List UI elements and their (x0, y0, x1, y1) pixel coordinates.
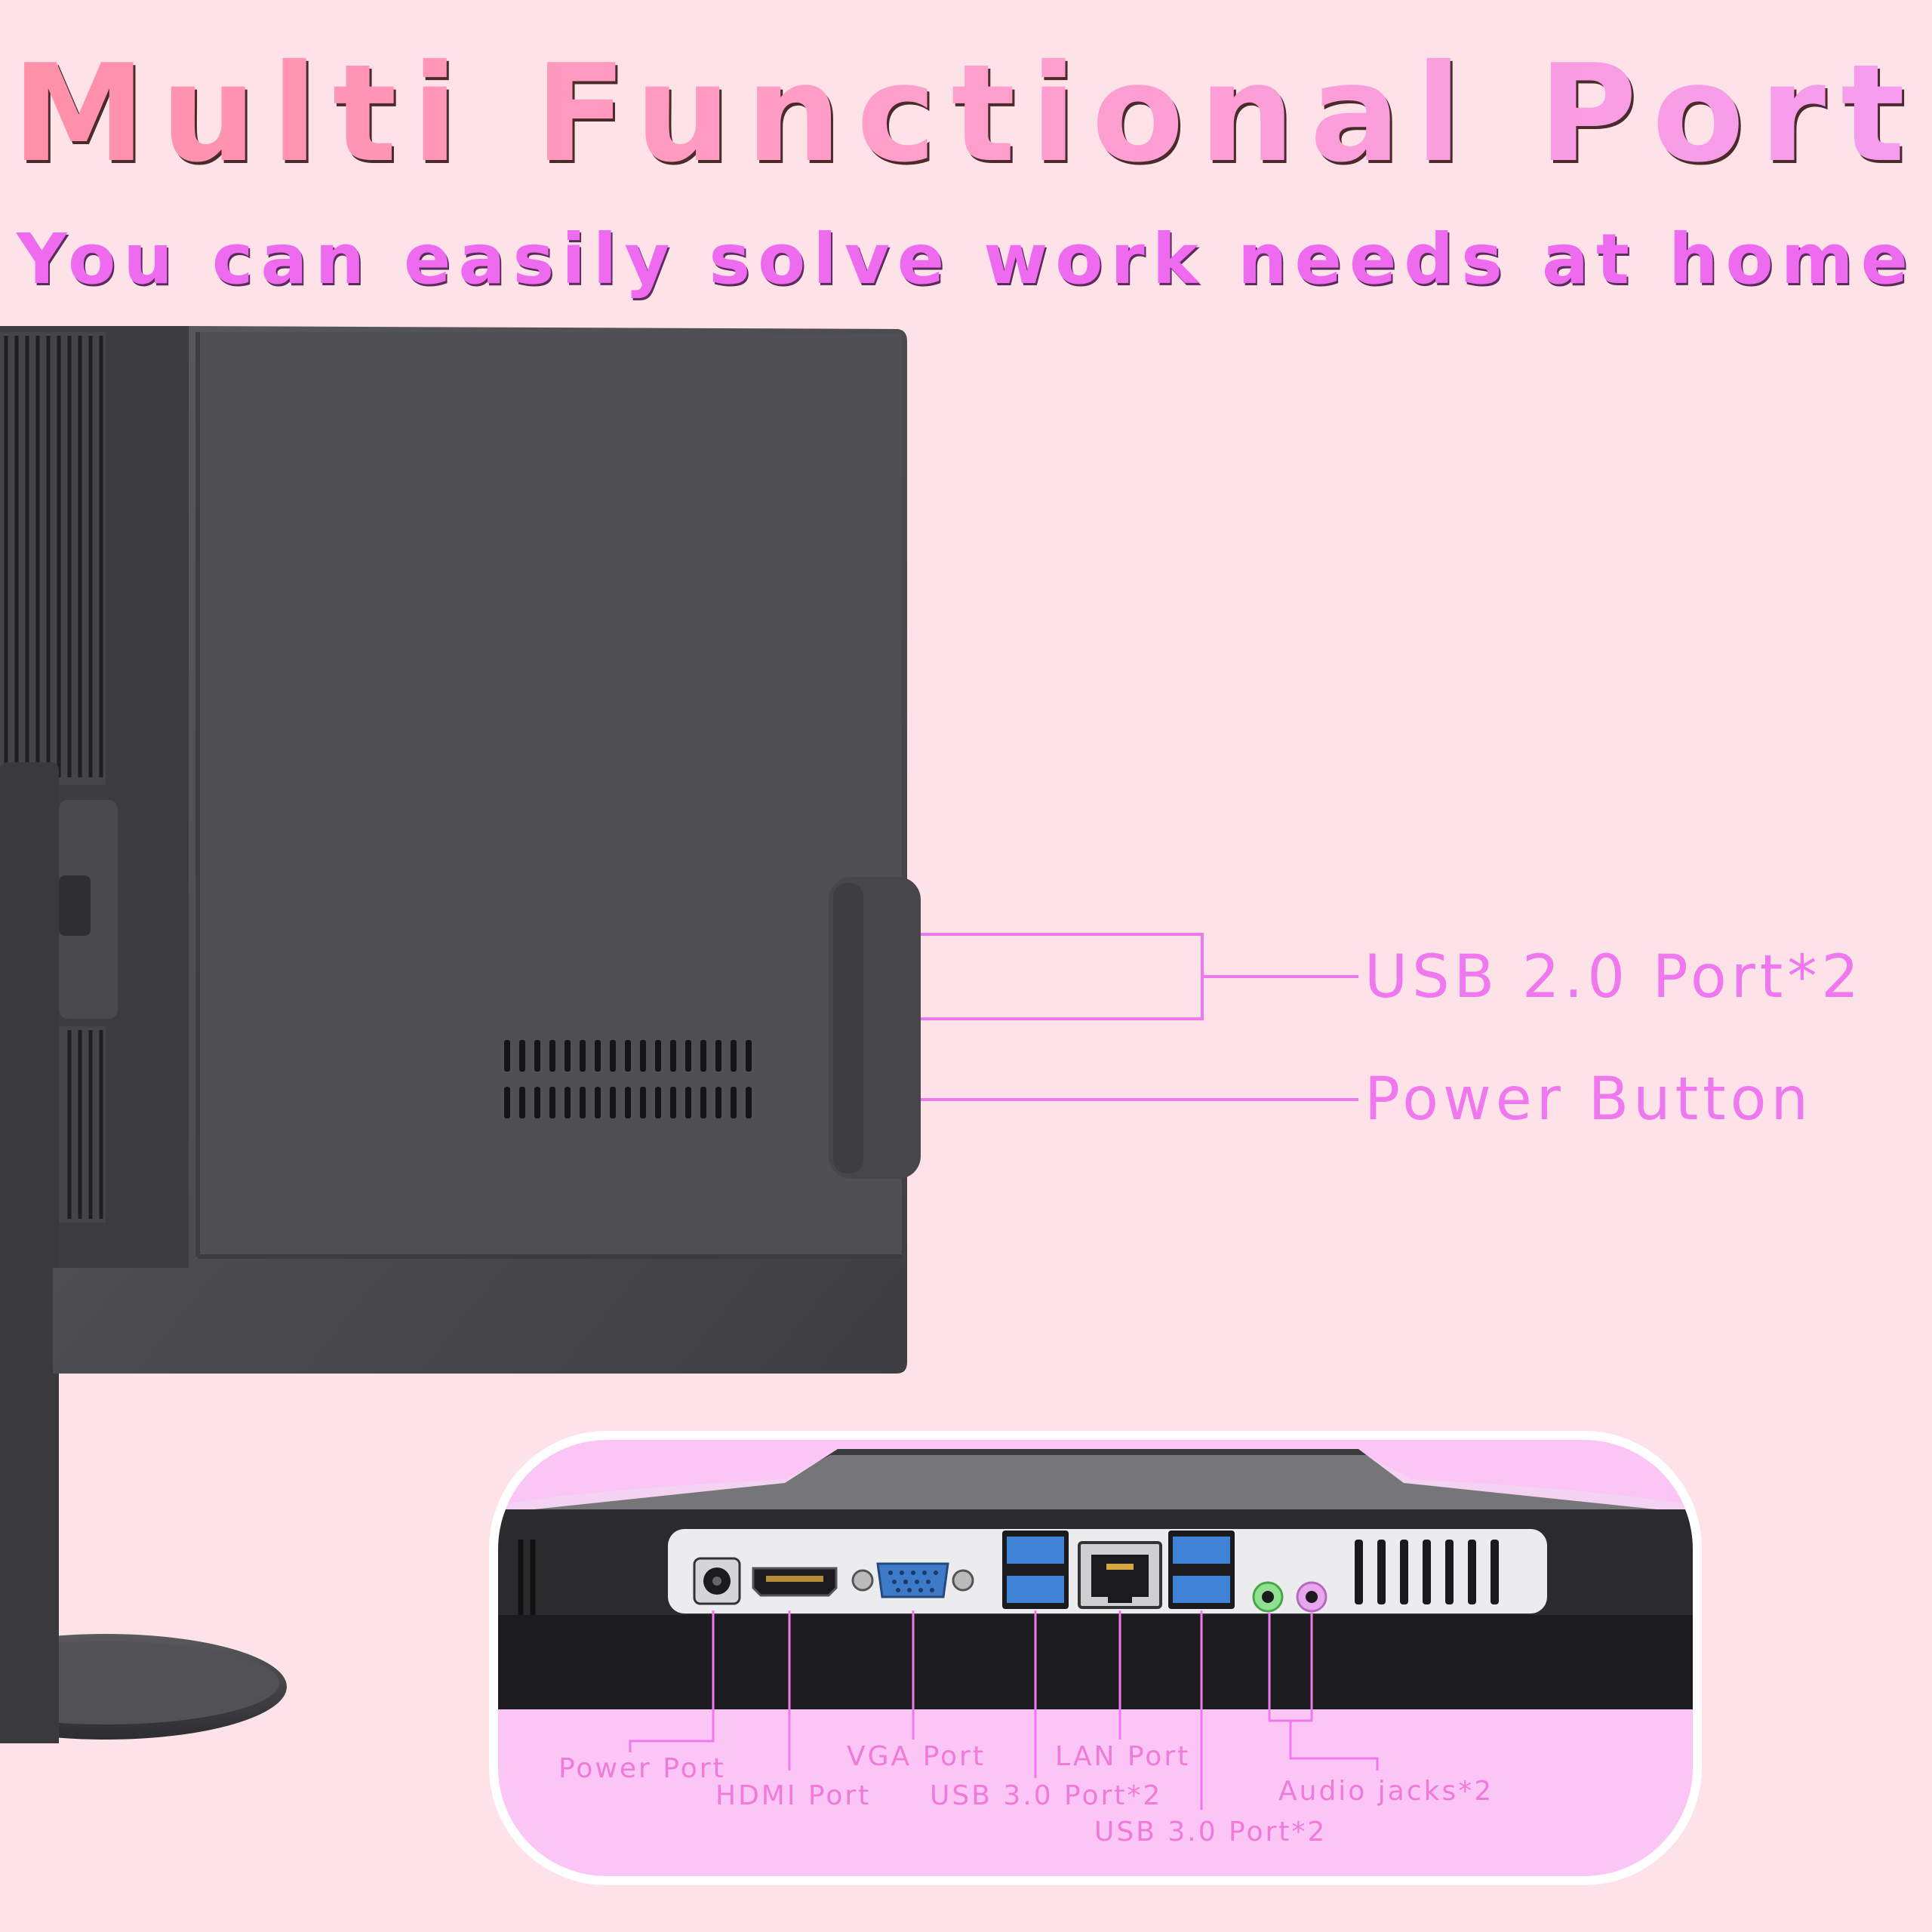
page-subtitle: You can easily solve work needs at home (16, 219, 1916, 300)
lan-port-label: LAN Port (1055, 1741, 1191, 1772)
audio-jacks-label: Audio jacks*2 (1278, 1776, 1494, 1807)
usb3-port-a-label: USB 3.0 Port*2 (930, 1780, 1163, 1811)
vga-port (876, 1562, 949, 1598)
hdmi-port-label: HDMI Port (715, 1780, 872, 1811)
usb3-port-b-label: USB 3.0 Port*2 (1094, 1817, 1327, 1847)
power-port-label: Power Port (558, 1753, 726, 1784)
vga-port-label: VGA Port (847, 1741, 986, 1772)
power-button-label: Power Button (1364, 1066, 1813, 1134)
port-callout-lines (629, 1611, 1379, 1810)
usb2-port-label: USB 2.0 Port*2 (1364, 943, 1864, 1011)
side-callout-lines (921, 933, 1358, 1101)
page-title: Multi Functional Port (0, 47, 1932, 181)
speaker-grille (504, 1040, 752, 1118)
